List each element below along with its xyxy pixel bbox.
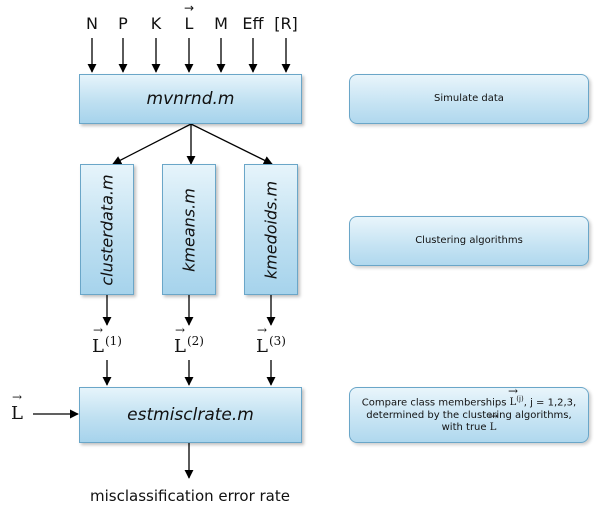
input-p: P (118, 14, 128, 33)
side-compare: Compare class memberships L(j), j = 1,2,… (349, 387, 589, 443)
split-arrows (112, 123, 273, 165)
input-m: M (214, 14, 228, 33)
input-n: N (86, 14, 98, 33)
input-eff: Eff (242, 14, 264, 33)
kmeans-label: kmeans.m (179, 187, 199, 272)
simulate-box: mvnrnd.m (79, 74, 302, 124)
clusterdata-label: clusterdata.m (97, 173, 117, 286)
compare-in-arrows (33, 360, 276, 479)
kmedoids-box: kmedoids.m (244, 164, 298, 295)
l3-label: L(3) (256, 334, 286, 357)
input-arrows (87, 38, 291, 73)
input-k: K (150, 14, 162, 33)
l2-label: L(2) (174, 334, 204, 357)
l1-label: L(1) (92, 334, 122, 357)
input-r: [R] (274, 14, 298, 33)
side-simulate: Simulate data (349, 74, 589, 124)
cluster-out-arrows (102, 295, 276, 326)
kmeans-box: kmeans.m (162, 164, 216, 295)
side-clustering: Clustering algorithms (349, 216, 589, 266)
output-label: misclassification error rate (90, 487, 290, 505)
input-l-vector: L (185, 14, 194, 33)
clusterdata-box: clusterdata.m (80, 164, 134, 295)
kmedoids-label: kmedoids.m (261, 180, 281, 279)
estmisclrate-box: estmisclrate.m (79, 387, 302, 443)
left-l-input: L (11, 403, 23, 424)
